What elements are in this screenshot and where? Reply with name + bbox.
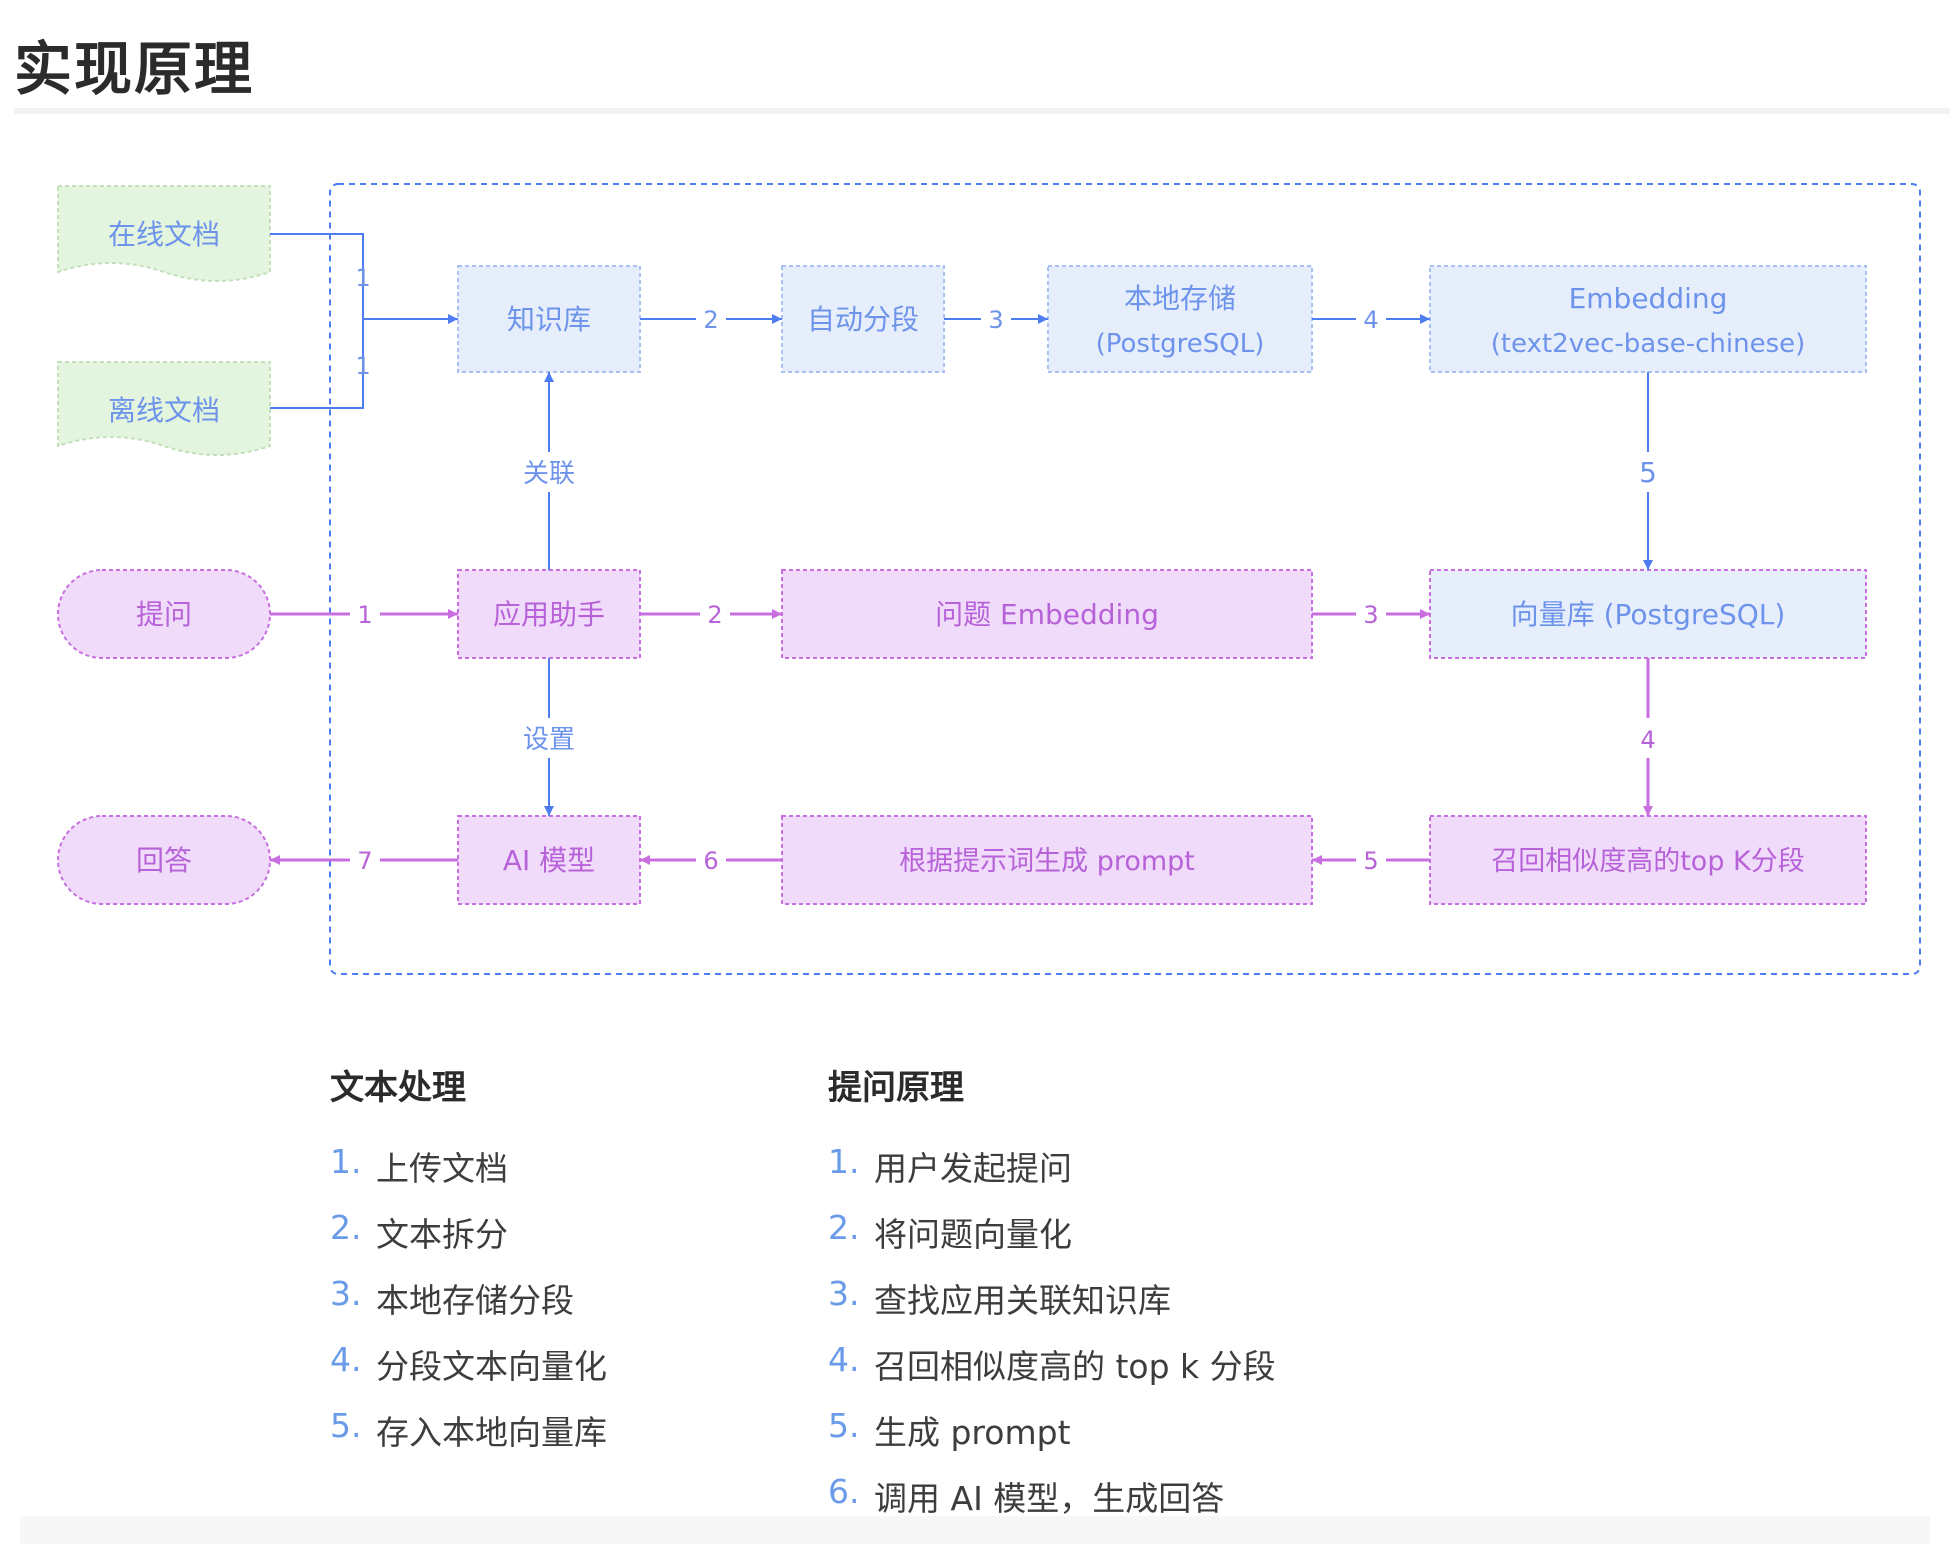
step-text: 分段文本向量化 — [376, 1347, 607, 1386]
list-item: 5. 存入本地向量库 — [330, 1406, 850, 1472]
qa-principle-heading: 提问原理 — [828, 1068, 964, 1108]
step-number: 4. — [828, 1340, 860, 1379]
vector-db-node: 向量库 (PostgreSQL) — [1429, 569, 1867, 659]
kb-label: 知识库 — [507, 303, 591, 336]
embedding-to-vector-label: 5 — [1639, 456, 1657, 489]
text-processing-steps: 1. 上传文档 2. 文本拆分 3. 本地存储分段 4. 分段文本向量化 5. 存入本地向… — [330, 1142, 850, 1472]
answer-label: 回答 — [136, 844, 192, 877]
answer-node: 回答 — [57, 815, 271, 905]
ask-node: 提问 — [57, 569, 271, 659]
assistant-node: 应用助手 — [457, 569, 641, 659]
list-item: 2. 将问题向量化 — [828, 1208, 1348, 1274]
gen-prompt-label: 根据提示词生成 prompt — [899, 846, 1195, 877]
recall-label: 召回相似度高的top K分段 — [1491, 846, 1805, 877]
kb-node: 知识库 — [457, 265, 641, 373]
list-item: 1. 上传文档 — [330, 1142, 850, 1208]
step-text: 上传文档 — [376, 1149, 508, 1188]
list-item: 1. 用户发起提问 — [828, 1142, 1348, 1208]
step-number: 3. — [330, 1274, 362, 1313]
offline-doc-edge — [270, 319, 364, 409]
online-doc-label: 在线文档 — [108, 218, 220, 251]
offline-doc-node: 离线文档 — [57, 361, 271, 456]
recall-to-prompt-label: 5 — [1363, 847, 1378, 875]
step-number: 5. — [330, 1406, 362, 1445]
step-text: 查找应用关联知识库 — [874, 1281, 1171, 1320]
list-item: 2. 文本拆分 — [330, 1208, 850, 1274]
ask-to-assistant-label: 1 — [357, 601, 372, 629]
step-number: 1. — [330, 1142, 362, 1181]
step-text: 存入本地向量库 — [376, 1413, 607, 1452]
local-storage-node: 本地存储 (PostgreSQL) — [1047, 265, 1313, 373]
embedding-sublabel: (text2vec-base-chinese) — [1491, 329, 1806, 359]
prompt-to-model-label: 6 — [703, 847, 718, 875]
page-title: 实现原理 — [14, 35, 255, 103]
list-item: 4. 分段文本向量化 — [330, 1340, 850, 1406]
text-processing-heading: 文本处理 — [330, 1068, 466, 1108]
list-item: 5. 生成 prompt — [828, 1406, 1348, 1472]
gen-prompt-node: 根据提示词生成 prompt — [781, 815, 1313, 905]
local-storage-label: 本地存储 — [1124, 282, 1236, 315]
model-to-answer-label: 7 — [357, 847, 372, 875]
step-text: 用户发起提问 — [874, 1149, 1072, 1188]
auto-split-label: 自动分段 — [807, 303, 919, 336]
step-text: 生成 prompt — [874, 1413, 1071, 1452]
step-text: 将问题向量化 — [874, 1215, 1072, 1254]
step-number: 2. — [828, 1208, 860, 1247]
setting-label: 设置 — [523, 725, 575, 755]
online-doc-edge — [270, 233, 364, 319]
online-doc-node: 在线文档 — [57, 185, 271, 282]
offline-doc-edge-label: 1 — [355, 352, 370, 380]
assistant-label: 应用助手 — [493, 598, 605, 631]
title-divider — [14, 108, 1950, 114]
list-item: 3. 本地存储分段 — [330, 1274, 850, 1340]
step-number: 4. — [330, 1340, 362, 1379]
qa-principle-steps: 1. 用户发起提问 2. 将问题向量化 3. 查找应用关联知识库 4. 召回相似度高的 … — [828, 1142, 1348, 1538]
step-text: 调用 AI 模型，生成回答 — [874, 1479, 1225, 1518]
step-number: 5. — [828, 1406, 860, 1445]
step-text: 召回相似度高的 top k 分段 — [874, 1347, 1276, 1386]
system-boundary — [329, 183, 1921, 975]
list-item: 6. 调用 AI 模型，生成回答 — [828, 1472, 1348, 1538]
step-text: 本地存储分段 — [376, 1281, 574, 1320]
vector-to-recall-label: 4 — [1640, 726, 1655, 754]
embedding-node: Embedding (text2vec-base-chinese) — [1429, 265, 1867, 373]
online-doc-edge-label: 1 — [355, 264, 370, 292]
ai-model-label: AI 模型 — [503, 844, 595, 877]
recall-node: 召回相似度高的top K分段 — [1429, 815, 1867, 905]
ask-label: 提问 — [136, 598, 192, 631]
step-number: 6. — [828, 1472, 860, 1511]
text-processing-section: 文本处理 1. 上传文档 2. 文本拆分 3. 本地存储分段 4. 分段文本向量化 5.… — [330, 1060, 850, 1472]
question-embedding-node: 问题 Embedding — [781, 569, 1313, 659]
assistant-to-qemb-label: 2 — [707, 601, 722, 629]
kb-to-split-label: 2 — [703, 306, 718, 334]
qa-principle-section: 提问原理 1. 用户发起提问 2. 将问题向量化 3. 查找应用关联知识库 4. 召回相… — [828, 1060, 1348, 1538]
qemb-to-vector-label: 3 — [1363, 601, 1378, 629]
assoc-label: 关联 — [523, 459, 575, 489]
question-embedding-label: 问题 Embedding — [935, 598, 1159, 631]
vector-db-label: 向量库 (PostgreSQL) — [1511, 598, 1786, 631]
local-storage-sublabel: (PostgreSQL) — [1096, 329, 1265, 359]
step-number: 1. — [828, 1142, 860, 1181]
step-text: 文本拆分 — [376, 1215, 508, 1254]
step-number: 2. — [330, 1208, 362, 1247]
auto-split-node: 自动分段 — [781, 265, 945, 373]
storage-to-embedding-label: 4 — [1363, 306, 1378, 334]
step-number: 3. — [828, 1274, 860, 1313]
ai-model-node: AI 模型 — [457, 815, 641, 905]
flow-diagram: 在线文档 离线文档 提问 回答 知识库 自动分段 本地存储 (PostgreSQ… — [57, 183, 1921, 975]
bottom-strip — [20, 1516, 1930, 1544]
list-item: 3. 查找应用关联知识库 — [828, 1274, 1348, 1340]
split-to-storage-label: 3 — [988, 306, 1003, 334]
embedding-label: Embedding — [1569, 282, 1728, 315]
list-item: 4. 召回相似度高的 top k 分段 — [828, 1340, 1348, 1406]
offline-doc-label: 离线文档 — [108, 394, 220, 427]
